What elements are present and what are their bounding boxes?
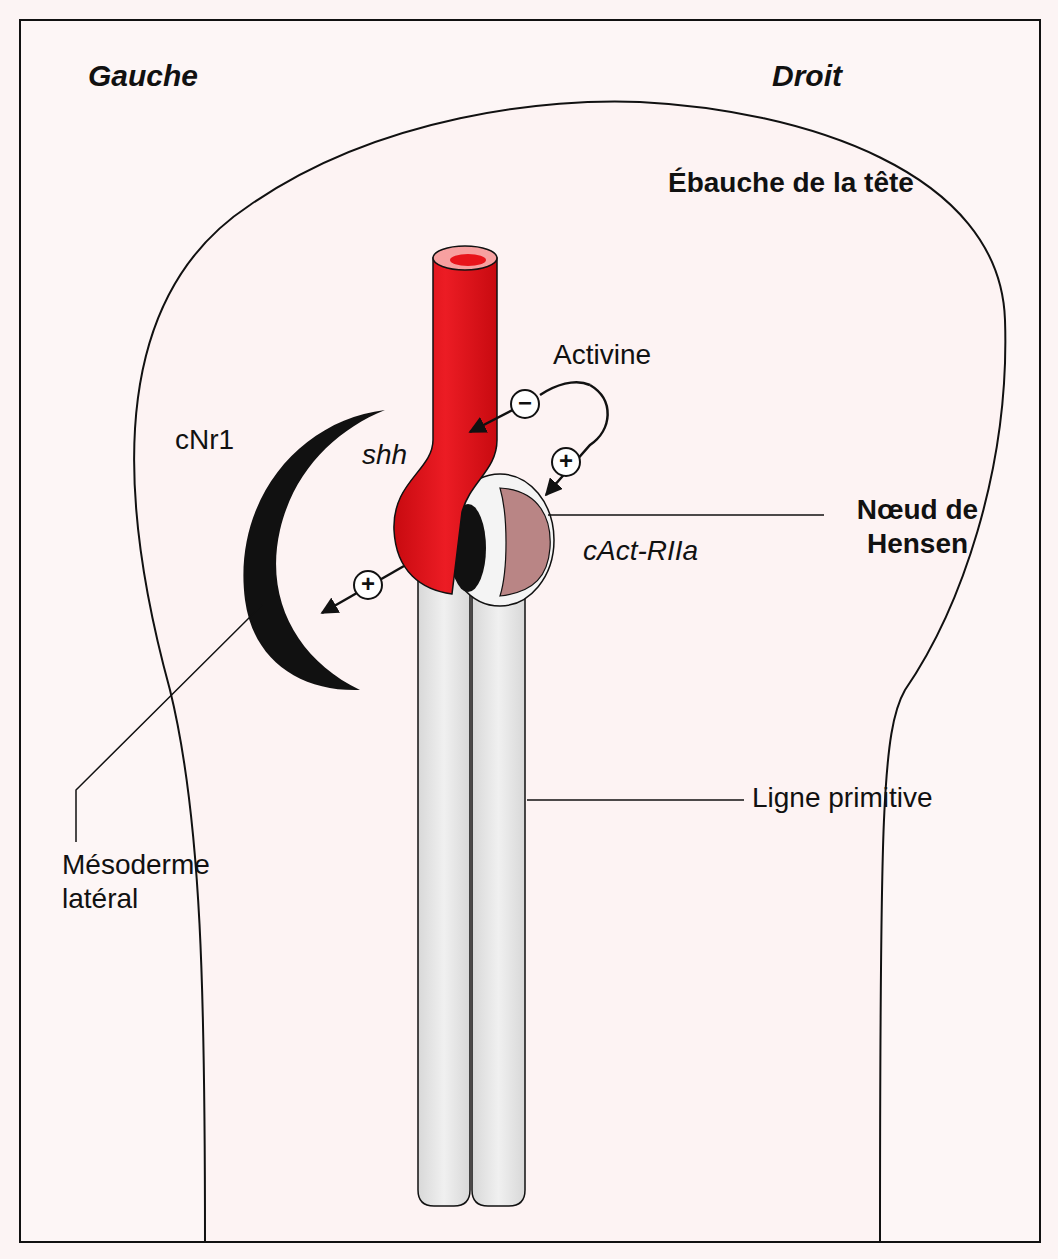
- leader-line: [76, 605, 262, 842]
- side-label: Gauche: [88, 58, 198, 94]
- embryo-outline: [134, 101, 1005, 1241]
- leader-line: [527, 799, 744, 801]
- structure-label: Mésoderme latéral: [62, 848, 277, 915]
- structure-label: Nœud de Hensen: [830, 493, 1005, 560]
- leader-line: [548, 514, 824, 516]
- tube-opening: [450, 254, 486, 266]
- gene-label: shh: [362, 438, 407, 472]
- structure-label: Ligne primitive: [752, 781, 933, 815]
- sign-circle: [552, 448, 580, 476]
- region-label: Ébauche de la tête: [668, 166, 914, 200]
- sign-symbol: −: [518, 391, 532, 415]
- side-label: Droit: [772, 58, 842, 94]
- frame: [20, 20, 1040, 1242]
- gene-label: cNr1: [175, 423, 234, 457]
- tube-opening: [433, 246, 497, 270]
- factor-label: Activine: [553, 338, 651, 372]
- primitive-streak: [472, 560, 525, 1206]
- activine-arc: [540, 382, 590, 395]
- act-receptor-domain: [500, 488, 550, 596]
- activation-arrow: [322, 566, 404, 613]
- activation-arrow: [546, 385, 608, 495]
- gene-label: cAct-RIIa: [583, 534, 698, 568]
- sign-symbol: +: [559, 449, 573, 473]
- sign-symbol: +: [361, 572, 375, 596]
- sign-circle: [511, 390, 539, 418]
- sign-circle: [354, 571, 382, 599]
- primitive-streak: [418, 560, 470, 1206]
